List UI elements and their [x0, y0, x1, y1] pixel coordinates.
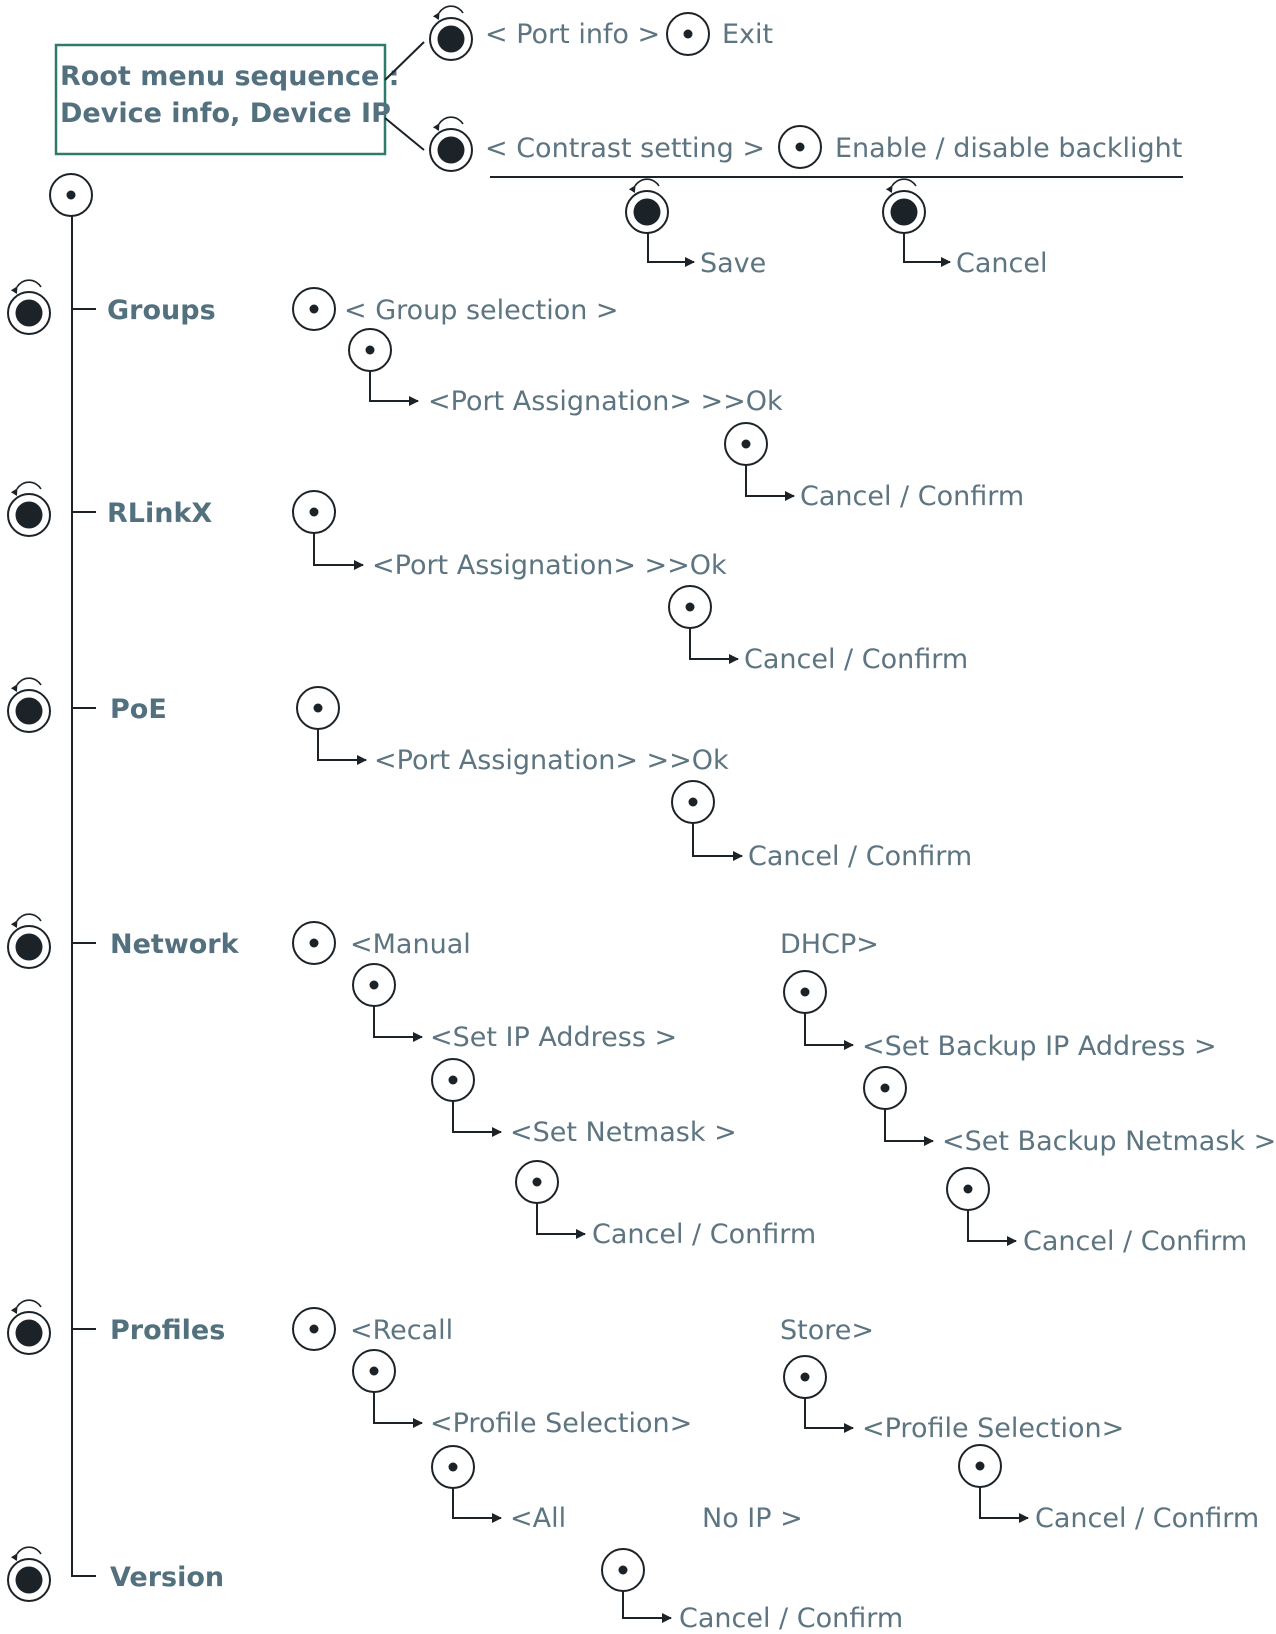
push-button-icon: [348, 328, 392, 372]
push-button-icon: [292, 1307, 336, 1351]
push-button-icon: [292, 287, 336, 331]
push-button-icon: [724, 422, 768, 466]
rotary-knob-icon: [430, 117, 472, 171]
branch-arrow: [622, 1591, 672, 1623]
recall-no-ip-label: No IP >: [702, 1503, 803, 1534]
push-button-icon: [666, 12, 710, 56]
branch-arrow: [369, 371, 419, 406]
push-button-icon: [296, 686, 340, 730]
root-menu-box: [54, 43, 387, 156]
rotary-knob-icon: [8, 914, 50, 968]
push-button-icon: [783, 970, 827, 1014]
profiles-recall-label: <Recall: [350, 1315, 453, 1346]
push-button-icon: [431, 1445, 475, 1489]
push-button-icon: [958, 1444, 1002, 1488]
branch-arrow: [373, 1392, 423, 1428]
groups-port-assignation: <Port Assignation> >>Ok: [428, 386, 783, 417]
push-button-icon: [352, 1349, 396, 1393]
branch-arrow: [313, 533, 364, 570]
push-button-icon: [668, 585, 712, 629]
contrast-setting-label: < Contrast setting >: [485, 133, 765, 164]
menu-end-tick: [71, 1560, 96, 1577]
branch-arrow: [373, 1006, 423, 1042]
set-ip-address-label: <Set IP Address >: [430, 1022, 677, 1053]
exit-label: Exit: [722, 19, 773, 50]
branch-arrow: [804, 1398, 854, 1433]
menu-version: Version: [110, 1562, 224, 1593]
menu-rlinkx: RLinkX: [107, 498, 212, 529]
push-button-icon: [292, 490, 336, 534]
branch-arrow: [804, 1013, 854, 1050]
set-backup-ip-label: <Set Backup IP Address >: [862, 1031, 1217, 1062]
root-box-line1: Root menu sequence :: [60, 61, 399, 92]
groups-cancel-confirm: Cancel / Confirm: [800, 481, 1024, 512]
store-cancel-confirm: Cancel / Confirm: [1035, 1503, 1259, 1534]
rotary-knob-icon: [8, 482, 50, 536]
push-button-icon: [292, 921, 336, 965]
push-button-icon: [946, 1167, 990, 1211]
root-box-line2: Device info, Device IP: [60, 98, 391, 129]
branch-arrow: [536, 1203, 586, 1239]
set-netmask-label: <Set Netmask >: [510, 1117, 737, 1148]
rotary-knob-icon: [8, 280, 50, 334]
dhcp-cancel-confirm: Cancel / Confirm: [1023, 1226, 1247, 1257]
branch-arrow: [979, 1487, 1029, 1523]
connector: [384, 117, 425, 151]
menu-groups: Groups: [107, 295, 216, 326]
network-dhcp-label: DHCP>: [780, 929, 879, 960]
push-button-icon: [601, 1548, 645, 1592]
cancel-label: Cancel: [956, 248, 1047, 279]
push-button-icon: [431, 1058, 475, 1102]
rlinkx-port-assignation: <Port Assignation> >>Ok: [372, 550, 727, 581]
push-button-icon: [671, 780, 715, 824]
rotary-knob-icon: [8, 1547, 50, 1601]
set-backup-netmask-label: <Set Backup Netmask >: [942, 1126, 1276, 1157]
push-button-icon: [352, 963, 396, 1007]
push-button-icon: [515, 1160, 559, 1204]
branch-arrow: [903, 233, 951, 267]
group-selection-label: < Group selection >: [344, 295, 619, 326]
connector: [384, 41, 425, 81]
branch-arrow: [452, 1101, 502, 1137]
rotary-knob-icon: [8, 1300, 50, 1354]
branch-arrow: [647, 233, 695, 267]
backlight-label: Enable / disable backlight: [835, 133, 1182, 164]
branch-arrow: [689, 628, 739, 664]
recall-cancel-confirm: Cancel / Confirm: [679, 1603, 903, 1634]
save-label: Save: [700, 248, 766, 279]
poe-cancel-confirm: Cancel / Confirm: [748, 841, 972, 872]
port-info-label: < Port info >: [485, 19, 660, 50]
rotary-knob-icon: [430, 6, 472, 60]
menu-profiles: Profiles: [110, 1315, 225, 1346]
rotary-knob-icon: [8, 678, 50, 732]
branch-arrow: [692, 823, 743, 861]
branch-arrow: [967, 1210, 1017, 1246]
menu-network: Network: [110, 929, 240, 960]
branch-arrow: [745, 465, 795, 501]
rlinkx-cancel-confirm: Cancel / Confirm: [744, 644, 968, 675]
menu-poe: PoE: [110, 694, 167, 725]
push-button-icon: [778, 125, 822, 169]
push-button-icon: [783, 1355, 827, 1399]
recall-all-label: <All: [510, 1503, 566, 1534]
push-button-icon: [863, 1066, 907, 1110]
recall-profile-selection: <Profile Selection>: [430, 1408, 692, 1439]
manual-cancel-confirm: Cancel / Confirm: [592, 1219, 816, 1250]
branch-arrow: [317, 729, 367, 765]
branch-arrow: [884, 1109, 934, 1146]
push-button-icon: [49, 173, 93, 217]
branch-arrow: [452, 1488, 502, 1523]
store-profile-selection: <Profile Selection>: [862, 1413, 1124, 1444]
poe-port-assignation: <Port Assignation> >>Ok: [374, 745, 729, 776]
rotary-knob-icon: [626, 179, 668, 233]
rotary-knob-icon: [883, 179, 925, 233]
profiles-store-label: Store>: [780, 1315, 874, 1346]
network-manual-label: <Manual: [350, 929, 471, 960]
